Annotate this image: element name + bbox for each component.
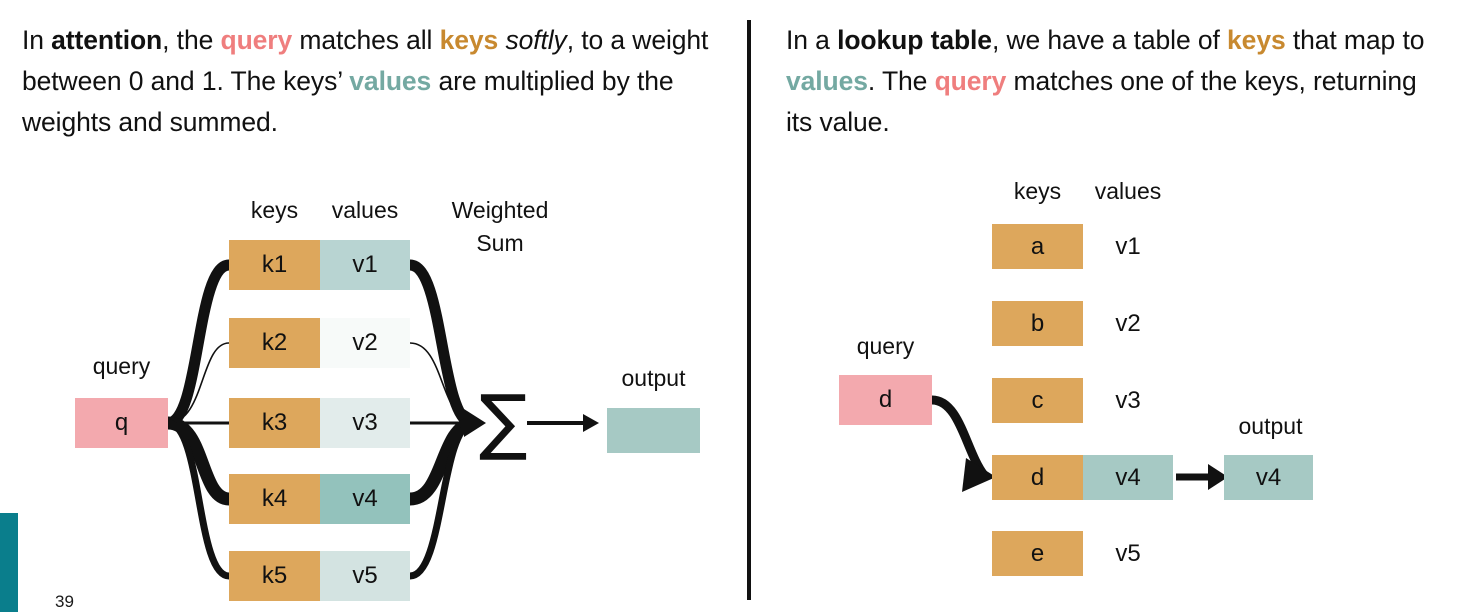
right-output-label: output (1238, 413, 1303, 439)
caption-segment: , the (162, 25, 221, 55)
lookup-key-cell[interactable]: a (992, 224, 1083, 269)
slide-number: 39 (55, 592, 74, 611)
attention-value-cell[interactable]: v5 (320, 551, 410, 601)
caption-segment: that map to (1285, 25, 1425, 55)
attention-key-cell[interactable]: k1 (229, 240, 320, 290)
attention-key-cell[interactable]: k3 (229, 398, 320, 448)
caption-segment: , to a weight between 0 and 1. The keys’ (22, 25, 709, 96)
left-header-weighted-sum-line2: Sum (476, 230, 524, 256)
sum-edge-v1 (408, 259, 475, 429)
sum-edge-v5 (409, 419, 474, 580)
attention-edge-k2 (167, 342, 230, 424)
slide-accent-bar (0, 513, 18, 612)
lookup-key-cell[interactable]: b (992, 301, 1083, 346)
caption-segment-bold: lookup table (837, 25, 992, 55)
lookup-table-diagram: keys values query d a v1 b v2 c v3 d v4 … (748, 0, 1462, 612)
lookup-key-cell-matched[interactable]: d (992, 455, 1083, 500)
caption-segment-bold: attention (51, 25, 163, 55)
attention-edge-k5 (167, 419, 230, 580)
attention-key-cell[interactable]: k5 (229, 551, 320, 601)
attention-edge-k4 (166, 416, 231, 506)
caption-segment-query: query (934, 66, 1007, 96)
right-header-values: values (1094, 178, 1162, 204)
attention-edge-k1 (166, 259, 231, 429)
attention-value-cell[interactable]: v2 (320, 318, 410, 368)
output-arrowhead (583, 414, 599, 432)
attention-value-cell[interactable]: v4 (320, 474, 410, 524)
attention-diagram: keys values Weighted Sum query q k1 v1 k… (75, 197, 700, 601)
left-output-box[interactable] (607, 408, 700, 453)
lookup-value-cell-matched[interactable]: v4 (1083, 455, 1173, 500)
lookup-key-cell[interactable]: e (992, 531, 1083, 576)
lookup-value-text: v1 (1115, 232, 1141, 260)
left-header-weighted-sum-line1: Weighted (451, 197, 549, 223)
left-output-label: output (621, 365, 686, 391)
caption-segment-query: query (220, 25, 293, 55)
right-header-keys: keys (1013, 178, 1062, 204)
panel-divider (747, 20, 751, 600)
left-caption: In attention, the query matches all keys… (22, 20, 722, 143)
lookup-match-arrowhead (962, 458, 996, 492)
caption-segment: , we have a table of (991, 25, 1228, 55)
right-query-label: query (856, 333, 915, 359)
attention-value-cell[interactable]: v3 (320, 398, 410, 448)
caption-segment-values: values (786, 66, 868, 96)
caption-segment: . The (867, 66, 935, 96)
lookup-value-text: v2 (1115, 309, 1141, 337)
summation-icon: ∑ (479, 379, 528, 463)
caption-segment-keys: keys (439, 25, 499, 55)
caption-segment-keys: keys (1227, 25, 1286, 55)
attention-key-cell[interactable]: k2 (229, 318, 320, 368)
lookup-match-arrow (927, 395, 989, 480)
right-query-box[interactable]: d (839, 375, 932, 425)
caption-segment-italic: softly (505, 25, 567, 55)
attention-value-cell[interactable]: v1 (320, 240, 410, 290)
caption-segment: matches all (292, 25, 440, 55)
left-query-label: query (92, 353, 151, 379)
left-query-box[interactable]: q (75, 398, 168, 448)
caption-segment: In (22, 25, 52, 55)
sum-edge-v2 (409, 342, 473, 424)
caption-segment: matches one of the keys, returning its v… (786, 66, 1417, 137)
left-header-keys: keys (250, 197, 299, 223)
lookup-key-cell[interactable]: c (992, 378, 1083, 423)
caption-segment: In a (786, 25, 838, 55)
attention-key-cell[interactable]: k4 (229, 474, 320, 524)
lookup-value-text: v5 (1115, 539, 1141, 567)
right-output-box[interactable]: v4 (1224, 455, 1313, 500)
sum-edge-v4 (408, 416, 475, 506)
caption-segment: are multiplied by the weights and summed… (22, 66, 674, 137)
right-caption: In a lookup table, we have a table of ke… (786, 20, 1446, 143)
lookup-value-text: v3 (1115, 386, 1141, 414)
left-header-values: values (331, 197, 399, 223)
caption-segment-values: values (349, 66, 432, 96)
